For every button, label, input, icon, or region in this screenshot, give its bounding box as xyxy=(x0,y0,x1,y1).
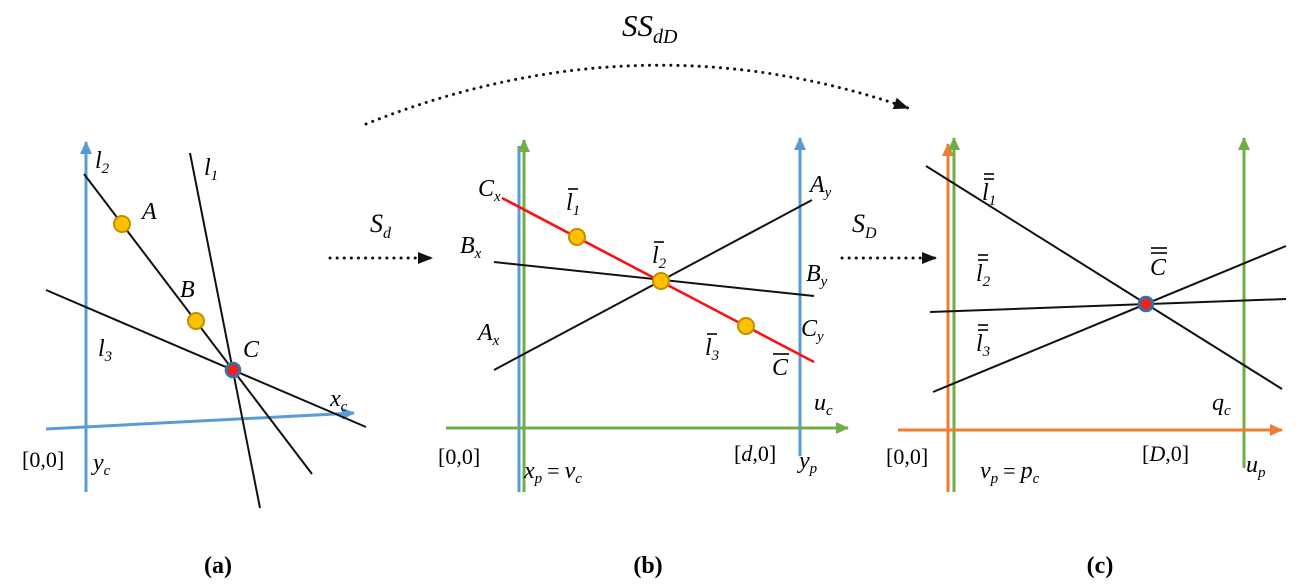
caption-a: (a) xyxy=(204,553,232,579)
b-h-axis-label: uc xyxy=(814,390,833,419)
b-point-l1-dual-dot xyxy=(568,228,586,246)
a-label-B: B xyxy=(180,277,195,303)
c-label-C-dbar: C xyxy=(1150,255,1167,281)
panel-c: l1 l2 l3 C qc [0,0] vp=pc [D,0] up (c) xyxy=(886,137,1287,579)
a-origin-label: [0,0] xyxy=(22,447,64,472)
b-label-Ax: Ax xyxy=(476,320,500,349)
a-x-axis-label: xc xyxy=(329,386,348,415)
c-origin-label: [0,0] xyxy=(886,444,928,469)
b-point-l2-dual-dot xyxy=(652,272,670,290)
a-label-A: A xyxy=(140,199,157,225)
c-h-axis-label: qc xyxy=(1212,390,1231,419)
b-right-axis-label: yp xyxy=(797,448,818,477)
a-label-l3: l3 xyxy=(98,336,112,365)
b-left-axis-label: xp=vc xyxy=(523,458,582,487)
b-d-point-label: [d,0] xyxy=(734,441,776,466)
panel-b: Cx Bx Ax Ay By Cy l1 l2 l3 C uc [0,0] xp… xyxy=(438,137,849,579)
caption-b: (b) xyxy=(633,553,662,579)
b-origin-label: [0,0] xyxy=(438,444,480,469)
a-label-l1: l1 xyxy=(204,155,218,184)
c-label-l2-dbar: l2 xyxy=(976,261,991,290)
a-line-l3 xyxy=(45,289,367,428)
c-line-l3-ddual xyxy=(932,245,1287,393)
a-point-C-dot xyxy=(224,361,242,379)
a-line-l1 xyxy=(189,152,261,509)
a-label-l2: l2 xyxy=(95,148,110,177)
ssdd-title: SSdD xyxy=(622,8,678,48)
ssdd-arc-arrow xyxy=(364,63,910,126)
c-label-l1-dbar: l1 xyxy=(982,180,996,209)
a-y-axis-label: yc xyxy=(91,450,111,479)
a-point-B-dot xyxy=(187,312,205,330)
b-label-Cx: Cx xyxy=(478,176,501,205)
c-point-C-ddual-dot xyxy=(1137,295,1155,313)
a-label-C: C xyxy=(243,337,260,363)
c-right-axis-label: up xyxy=(1246,452,1266,481)
b-label-By: By xyxy=(806,261,828,290)
sD-transform-label: SD xyxy=(852,209,877,242)
caption-c: (c) xyxy=(1087,553,1114,579)
b-label-l3-bar: l3 xyxy=(705,335,719,364)
c-D-point-label: [D,0] xyxy=(1142,441,1189,466)
a-x-axis xyxy=(45,407,355,431)
b-label-Bx: Bx xyxy=(460,233,482,262)
c-label-l3-dbar: l3 xyxy=(976,331,990,360)
b-label-C-bar: C xyxy=(772,355,789,381)
b-label-l2-bar: l2 xyxy=(652,243,667,272)
b-label-Ay: Ay xyxy=(808,172,832,201)
a-point-A-dot xyxy=(113,215,131,233)
sd-transform-label: Sd xyxy=(370,209,392,242)
b-label-l1-bar: l1 xyxy=(566,190,580,219)
c-line-l2-ddual xyxy=(929,298,1287,313)
c-left-axis-label: vp=pc xyxy=(980,458,1040,487)
b-point-l3-dual-dot xyxy=(737,317,755,335)
panel-a: l2 l1 l3 A B C [0,0] yc xc (a) xyxy=(22,141,367,579)
b-label-Cy: Cy xyxy=(801,316,824,345)
c-line-l1-ddual xyxy=(925,165,1283,390)
